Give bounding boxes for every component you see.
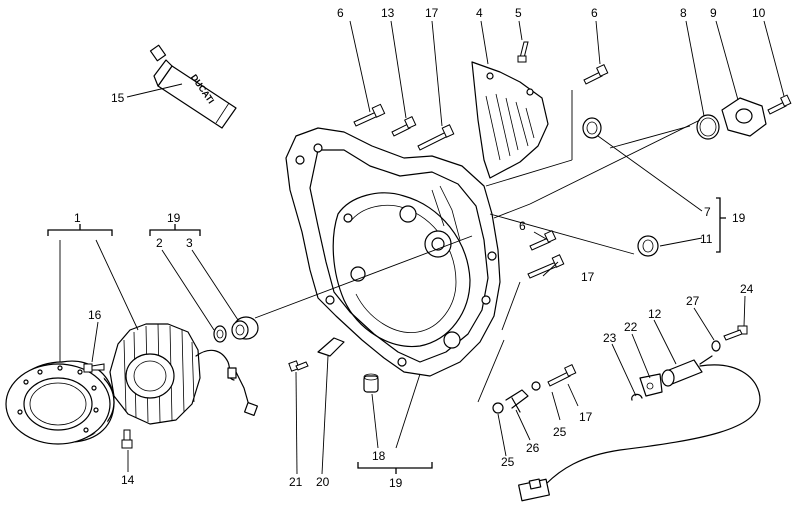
group-brackets bbox=[47, 197, 726, 474]
callout-2: 2 bbox=[156, 236, 163, 250]
callout-labels: 1 19 2 3 15 16 14 6 13 17 4 5 6 8 9 10 7… bbox=[74, 6, 766, 490]
callout-19-right: 19 bbox=[732, 211, 746, 225]
bolt-part-17-mid bbox=[527, 254, 565, 279]
callout-8: 8 bbox=[680, 6, 687, 20]
callout-24: 24 bbox=[740, 282, 754, 296]
bearing-part-3 bbox=[231, 316, 259, 340]
wire-clamp-part-26 bbox=[505, 389, 529, 413]
screw-part-21 bbox=[288, 360, 309, 372]
callout-17-top: 17 bbox=[425, 6, 439, 20]
sealant-tube-part-15: DUCATI bbox=[149, 44, 237, 129]
callout-16: 16 bbox=[88, 308, 102, 322]
washer-part-27 bbox=[711, 340, 721, 352]
callout-13: 13 bbox=[381, 6, 395, 20]
bolt-part-17-top bbox=[417, 124, 455, 151]
screw-part-5 bbox=[517, 41, 529, 63]
seal-part-2 bbox=[213, 325, 227, 343]
bushing-part-18 bbox=[363, 373, 379, 393]
callout-7: 7 bbox=[704, 205, 711, 219]
cover-plate-part-4 bbox=[471, 61, 549, 179]
bolt-part-13 bbox=[391, 116, 417, 137]
callout-27: 27 bbox=[686, 294, 700, 308]
seal-part-7 bbox=[582, 117, 602, 139]
callout-23: 23 bbox=[603, 331, 617, 345]
o-ring-part-8 bbox=[696, 114, 720, 140]
cable-clip-part-20 bbox=[317, 337, 345, 357]
callout-12: 12 bbox=[648, 307, 662, 321]
screw-part-6-mid bbox=[529, 230, 557, 251]
callout-21: 21 bbox=[289, 475, 303, 489]
callout-17-mid: 17 bbox=[581, 270, 595, 284]
callout-20: 20 bbox=[316, 475, 330, 489]
callout-19-bottom: 19 bbox=[389, 476, 403, 490]
callout-19-left: 19 bbox=[167, 211, 181, 225]
callout-25-left: 25 bbox=[501, 455, 515, 469]
seal-part-11 bbox=[637, 235, 659, 257]
rotor-part-1 bbox=[5, 356, 115, 445]
screw-part-6-left bbox=[353, 103, 386, 127]
callout-18: 18 bbox=[372, 449, 386, 463]
callout-4: 4 bbox=[476, 6, 483, 20]
washer-part-25 bbox=[492, 381, 541, 414]
screw-part-10 bbox=[767, 94, 792, 115]
callout-3: 3 bbox=[186, 236, 193, 250]
leader-lines bbox=[59, 20, 785, 475]
callout-1: 1 bbox=[74, 211, 81, 225]
screw-part-6-top bbox=[583, 64, 609, 85]
callout-17-low: 17 bbox=[579, 410, 593, 424]
bolt-part-17-low bbox=[547, 364, 577, 387]
callout-11: 11 bbox=[700, 232, 713, 246]
screw-part-16 bbox=[83, 363, 105, 373]
callout-6-top-left: 6 bbox=[337, 6, 344, 20]
flange-part-9 bbox=[721, 97, 767, 137]
clip-part-23 bbox=[631, 393, 643, 401]
bracket-part-22 bbox=[639, 373, 663, 397]
screw-part-24 bbox=[723, 325, 748, 341]
callout-5: 5 bbox=[515, 6, 522, 20]
callout-6-top-right: 6 bbox=[591, 6, 598, 20]
generator-cover bbox=[285, 127, 501, 377]
callout-9: 9 bbox=[710, 6, 717, 20]
callout-10: 10 bbox=[752, 6, 766, 20]
callout-22: 22 bbox=[624, 320, 638, 334]
callout-15: 15 bbox=[111, 91, 125, 105]
callout-26: 26 bbox=[526, 441, 540, 455]
stator-part-1 bbox=[109, 323, 259, 425]
callout-14: 14 bbox=[121, 473, 135, 487]
callout-25-right: 25 bbox=[553, 425, 567, 439]
callout-6-mid: 6 bbox=[519, 219, 526, 233]
screw-part-14 bbox=[121, 429, 133, 449]
sensor-part-12 bbox=[518, 355, 761, 502]
